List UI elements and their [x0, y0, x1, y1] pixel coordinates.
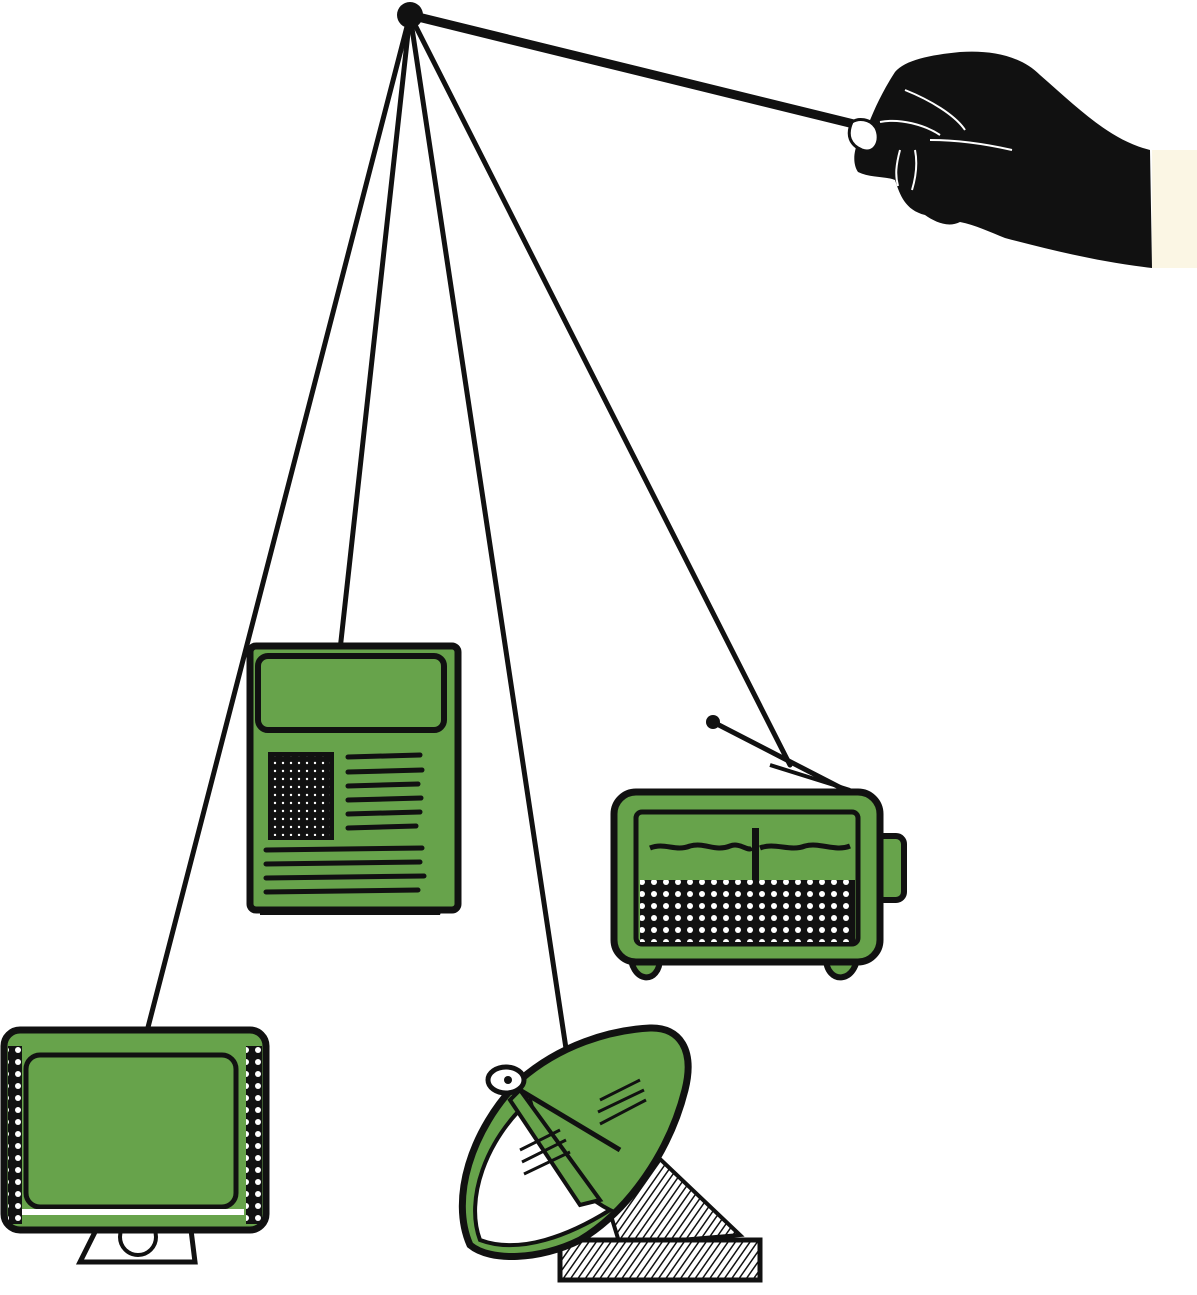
newspaper — [246, 642, 462, 915]
shirt-cuff — [1152, 150, 1197, 268]
hand-silhouette — [847, 51, 1152, 269]
control-rod — [405, 10, 875, 133]
pivot-knot — [397, 2, 423, 28]
radio — [610, 715, 907, 981]
satellite-dish — [458, 1024, 763, 1283]
television — [0, 1026, 270, 1265]
hanging-strings — [143, 12, 793, 1078]
